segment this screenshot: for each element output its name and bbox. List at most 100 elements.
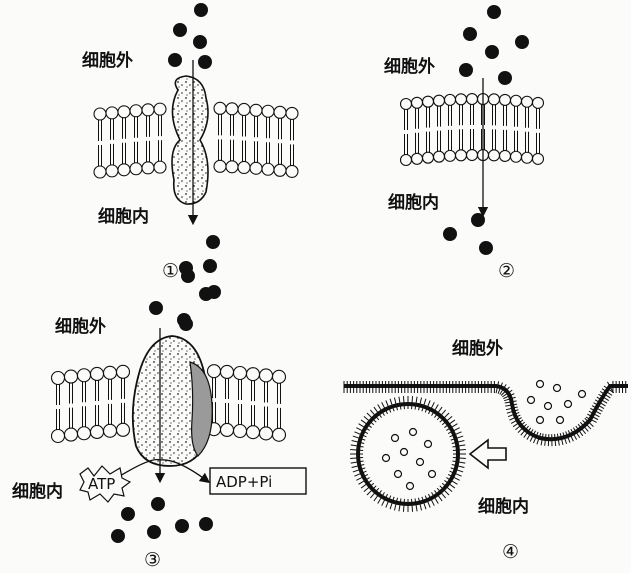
lipid-head xyxy=(500,150,511,161)
lipid-head xyxy=(238,161,250,173)
particle xyxy=(410,429,417,436)
vesicle-bristle xyxy=(453,458,466,459)
molecule xyxy=(207,285,221,299)
particle xyxy=(392,435,399,442)
particle xyxy=(545,403,552,410)
lipid-head xyxy=(467,150,478,161)
particle xyxy=(537,381,544,388)
lipid-head xyxy=(445,94,456,105)
molecule xyxy=(173,23,187,37)
lipid-head xyxy=(423,96,434,107)
lipid-head xyxy=(423,152,434,163)
lipid-head xyxy=(221,365,234,378)
lipid-head xyxy=(65,428,78,441)
lipid-head xyxy=(286,165,298,177)
particle xyxy=(528,397,535,404)
panel-2-molecules xyxy=(443,5,529,255)
lipid-head xyxy=(456,94,467,105)
panel-3: 细胞外 细胞内 ATP ADP+Pi ③ xyxy=(12,259,306,571)
lipid-head xyxy=(522,96,533,107)
lipid-head xyxy=(434,95,445,106)
particle xyxy=(579,391,586,398)
lipid-head xyxy=(412,153,423,164)
particle xyxy=(537,417,544,424)
lipid-head xyxy=(262,105,274,117)
membrane-bristle xyxy=(555,434,556,446)
lipid-head xyxy=(273,370,286,383)
panel-4-inside-label: 细胞内 xyxy=(478,496,529,517)
lipid-head xyxy=(511,151,522,162)
molecule xyxy=(203,259,217,273)
lipid-head xyxy=(94,166,106,178)
lipid-head xyxy=(489,94,500,105)
molecule xyxy=(193,35,207,49)
carrier-protein-shaded-subunit xyxy=(190,362,212,456)
lipid-head xyxy=(247,426,260,439)
lipid-head xyxy=(104,366,117,379)
lipid-head xyxy=(274,106,286,118)
panel-4-number: ④ xyxy=(502,541,519,563)
lipid-head xyxy=(250,162,262,174)
molecule xyxy=(179,317,193,331)
lipid-head xyxy=(142,162,154,174)
channel-protein xyxy=(172,76,208,204)
adp-pi-label: ADP+Pi xyxy=(216,473,272,491)
particle xyxy=(565,401,572,408)
panel-3-inside-label: 细胞内 xyxy=(12,481,63,502)
lipid-head xyxy=(154,103,166,115)
particle xyxy=(425,441,432,448)
molecule xyxy=(151,497,165,511)
vesicle-bristles xyxy=(350,396,466,512)
molecule xyxy=(121,507,135,521)
lipid-head xyxy=(260,369,273,382)
vesicle-contents xyxy=(383,429,436,490)
lipid-head xyxy=(226,103,238,115)
panel-4-outside-label: 细胞外 xyxy=(452,338,503,359)
molecule xyxy=(485,45,499,59)
panel-2-inside-label: 细胞内 xyxy=(388,192,439,213)
lipid-head xyxy=(500,94,511,105)
lipid-head xyxy=(142,104,154,116)
panel-3-outside-label: 细胞外 xyxy=(55,316,106,337)
molecule xyxy=(198,55,212,69)
lipid-head xyxy=(94,108,106,120)
lipid-head xyxy=(234,366,247,379)
lipid-head xyxy=(104,424,117,437)
lipid-head xyxy=(52,372,65,385)
adp-pi-box: ADP+Pi xyxy=(210,468,306,494)
lipid-head xyxy=(91,425,104,438)
lipid-head xyxy=(118,164,130,176)
lipid-head xyxy=(522,152,533,163)
molecule xyxy=(479,241,493,255)
panel-3-number: ③ xyxy=(144,549,161,571)
lipid-head xyxy=(154,161,166,173)
molecule xyxy=(443,227,457,241)
particle xyxy=(395,471,402,478)
molecule xyxy=(199,517,213,531)
lipid-head xyxy=(117,365,130,378)
particle xyxy=(417,459,424,466)
atp-label: ATP xyxy=(88,475,115,493)
lipid-head xyxy=(262,163,274,175)
lipid-head xyxy=(118,106,130,118)
lipid-head xyxy=(78,427,91,440)
lipid-head xyxy=(286,107,298,119)
molecule xyxy=(498,71,512,85)
lipid-head xyxy=(234,424,247,437)
molecule xyxy=(147,525,161,539)
vesicle-bristle xyxy=(350,449,363,450)
vesicle-bristle xyxy=(412,396,413,409)
lipid-head xyxy=(106,165,118,177)
vesicle-bristle xyxy=(453,449,466,450)
lipid-head xyxy=(250,104,262,116)
molecule xyxy=(175,519,189,533)
lipid-head xyxy=(273,428,286,441)
lipid-head xyxy=(65,370,78,383)
panel-1-outside-label: 细胞外 xyxy=(82,50,133,71)
lipid-head xyxy=(445,150,456,161)
particle xyxy=(557,417,564,424)
molecule xyxy=(168,53,182,67)
lipid-head xyxy=(106,107,118,119)
molecule xyxy=(459,63,473,77)
particle xyxy=(407,483,414,490)
